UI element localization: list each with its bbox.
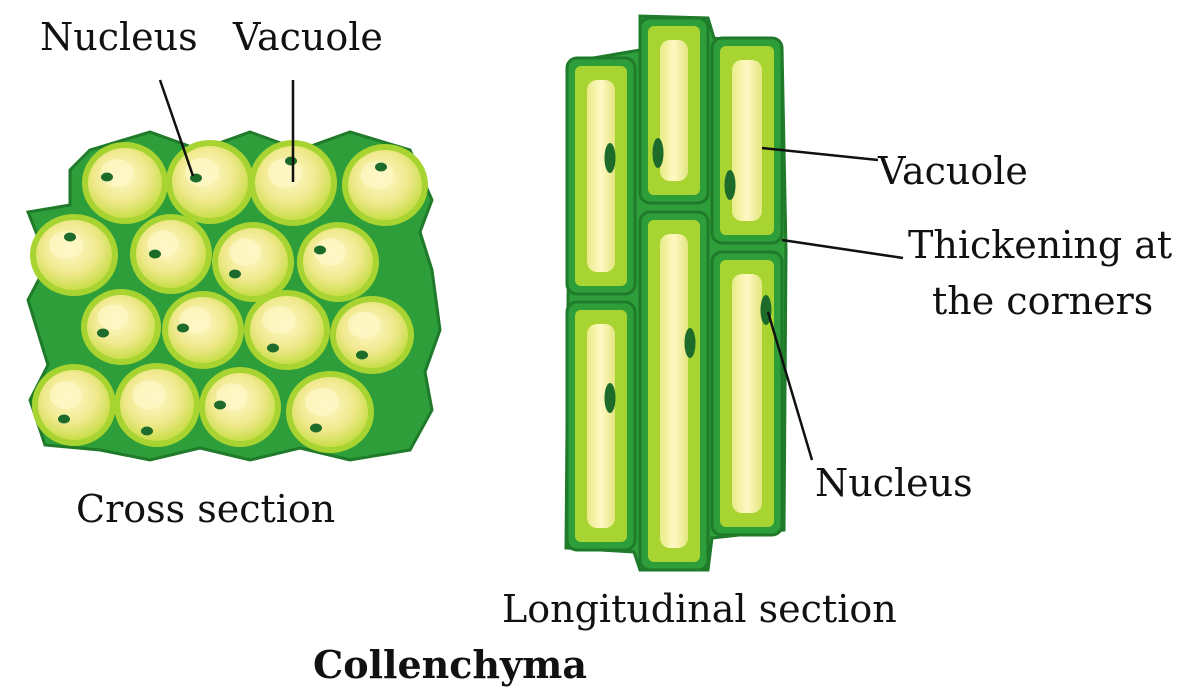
- cross-section-cell: [199, 367, 281, 447]
- cell-nucleus: [58, 415, 70, 424]
- vacuole-highlight: [268, 158, 302, 188]
- cross-section-cell: [286, 371, 374, 453]
- long-thickening-label-line2: the corners: [932, 279, 1153, 323]
- long-nucleus-label: Nucleus: [815, 461, 973, 505]
- longitudinal-cell: [567, 302, 635, 550]
- cross-section-cell: [162, 291, 244, 369]
- cell-nucleus: [101, 173, 113, 182]
- cell-vacuole: [732, 274, 762, 513]
- vacuole-highlight: [229, 238, 261, 265]
- cell-nucleus: [605, 383, 616, 413]
- cross-section-cell: [32, 364, 116, 446]
- cell-vacuole: [660, 234, 688, 548]
- cell-nucleus: [267, 344, 279, 353]
- cell-nucleus: [177, 324, 189, 333]
- longitudinal-cell: [640, 18, 708, 203]
- longitudinal-section-caption: Longitudinal section: [502, 587, 897, 631]
- cross-section-figure: [28, 132, 440, 460]
- cross-section-cell: [130, 214, 212, 294]
- cell-vacuole: [732, 60, 762, 221]
- cell-vacuole: [587, 324, 615, 528]
- cell-nucleus: [685, 328, 696, 358]
- cell-nucleus: [725, 170, 736, 200]
- vacuole-highlight: [305, 388, 339, 416]
- cross-section-cell: [114, 363, 200, 447]
- cell-nucleus: [310, 424, 322, 433]
- cell-nucleus: [375, 163, 387, 172]
- long-thickening-leader: [782, 240, 903, 258]
- cross-section-cell: [212, 222, 294, 302]
- longitudinal-section-figure: [566, 16, 786, 570]
- diagram-title: Collenchyma: [313, 642, 587, 687]
- longitudinal-cell: [712, 252, 782, 535]
- cross-section-caption: Cross section: [76, 487, 335, 531]
- cell-nucleus: [356, 351, 368, 360]
- cell-nucleus: [149, 250, 161, 259]
- cell-nucleus: [141, 427, 153, 436]
- cell-nucleus: [653, 138, 664, 168]
- cell-nucleus: [64, 233, 76, 242]
- cross-section-cell: [342, 144, 428, 226]
- longitudinal-cell: [640, 212, 708, 570]
- cell-nucleus: [214, 401, 226, 410]
- cross-section-cell: [81, 289, 161, 365]
- cross-nucleus-label: Nucleus: [40, 15, 198, 59]
- long-thickening-label-line1: Thickening at: [908, 223, 1172, 267]
- cross-section-cell: [30, 214, 118, 296]
- cell-nucleus: [285, 157, 297, 166]
- cell-nucleus: [314, 246, 326, 255]
- cell-vacuole: [660, 40, 688, 181]
- cross-section-cell: [244, 290, 330, 370]
- longitudinal-cell: [567, 58, 635, 294]
- cell-nucleus: [229, 270, 241, 279]
- cell-nucleus: [97, 329, 109, 338]
- vacuole-highlight: [50, 381, 82, 409]
- long-vacuole-label: Vacuole: [877, 149, 1028, 193]
- vacuole-highlight: [132, 381, 165, 410]
- cross-section-cell: [82, 142, 168, 224]
- cross-section-cell: [297, 222, 379, 302]
- cell-nucleus: [605, 143, 616, 173]
- vacuole-highlight: [262, 306, 295, 333]
- vacuole-highlight: [98, 304, 129, 330]
- cross-section-cell: [330, 296, 414, 374]
- longitudinal-cell: [712, 38, 782, 243]
- cell-vacuole: [587, 80, 615, 272]
- cross-vacuole-label: Vacuole: [232, 15, 383, 59]
- vacuole-highlight: [185, 158, 219, 187]
- vacuole-highlight: [348, 312, 380, 338]
- cross-section-cell: [166, 140, 254, 224]
